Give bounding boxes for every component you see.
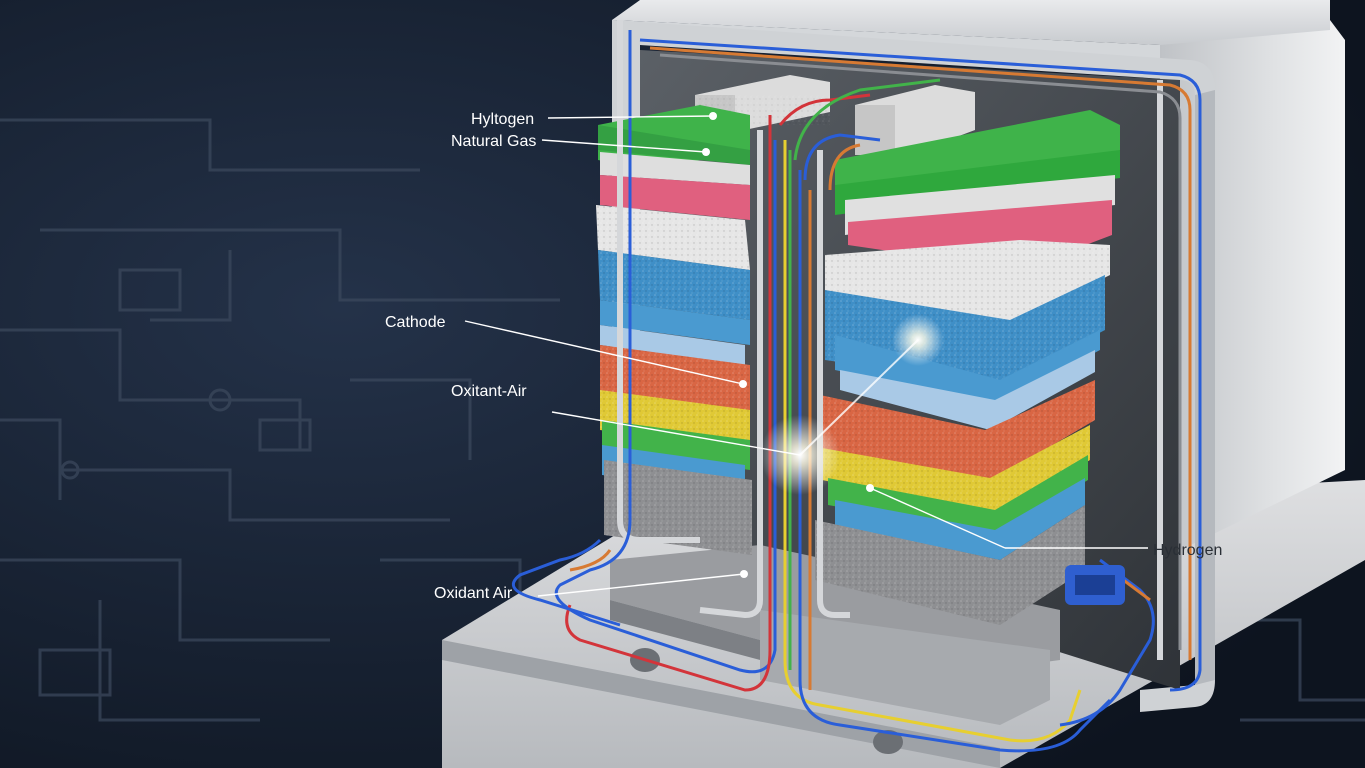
label-oxidant-air-bottom: Oxidant Air (434, 585, 513, 602)
flare-beam (799, 339, 919, 456)
wires (511, 30, 1202, 753)
left-cell-stack (596, 75, 830, 555)
label-hydrogen-top: Hyltogen (471, 111, 534, 128)
label-cathode: Cathode (385, 314, 446, 331)
channel-frames (617, 20, 1163, 660)
label-hydrogen-right: Hydrogen (1153, 542, 1222, 559)
leader-dots (702, 112, 874, 578)
label-oxidant-air-middle: Oxitant-Air (451, 383, 527, 400)
leader-lines (464, 115, 1148, 597)
right-cell-stack (815, 85, 1120, 625)
label-natural-gas: Natural Gas (451, 133, 536, 150)
right-connector (1065, 565, 1125, 605)
